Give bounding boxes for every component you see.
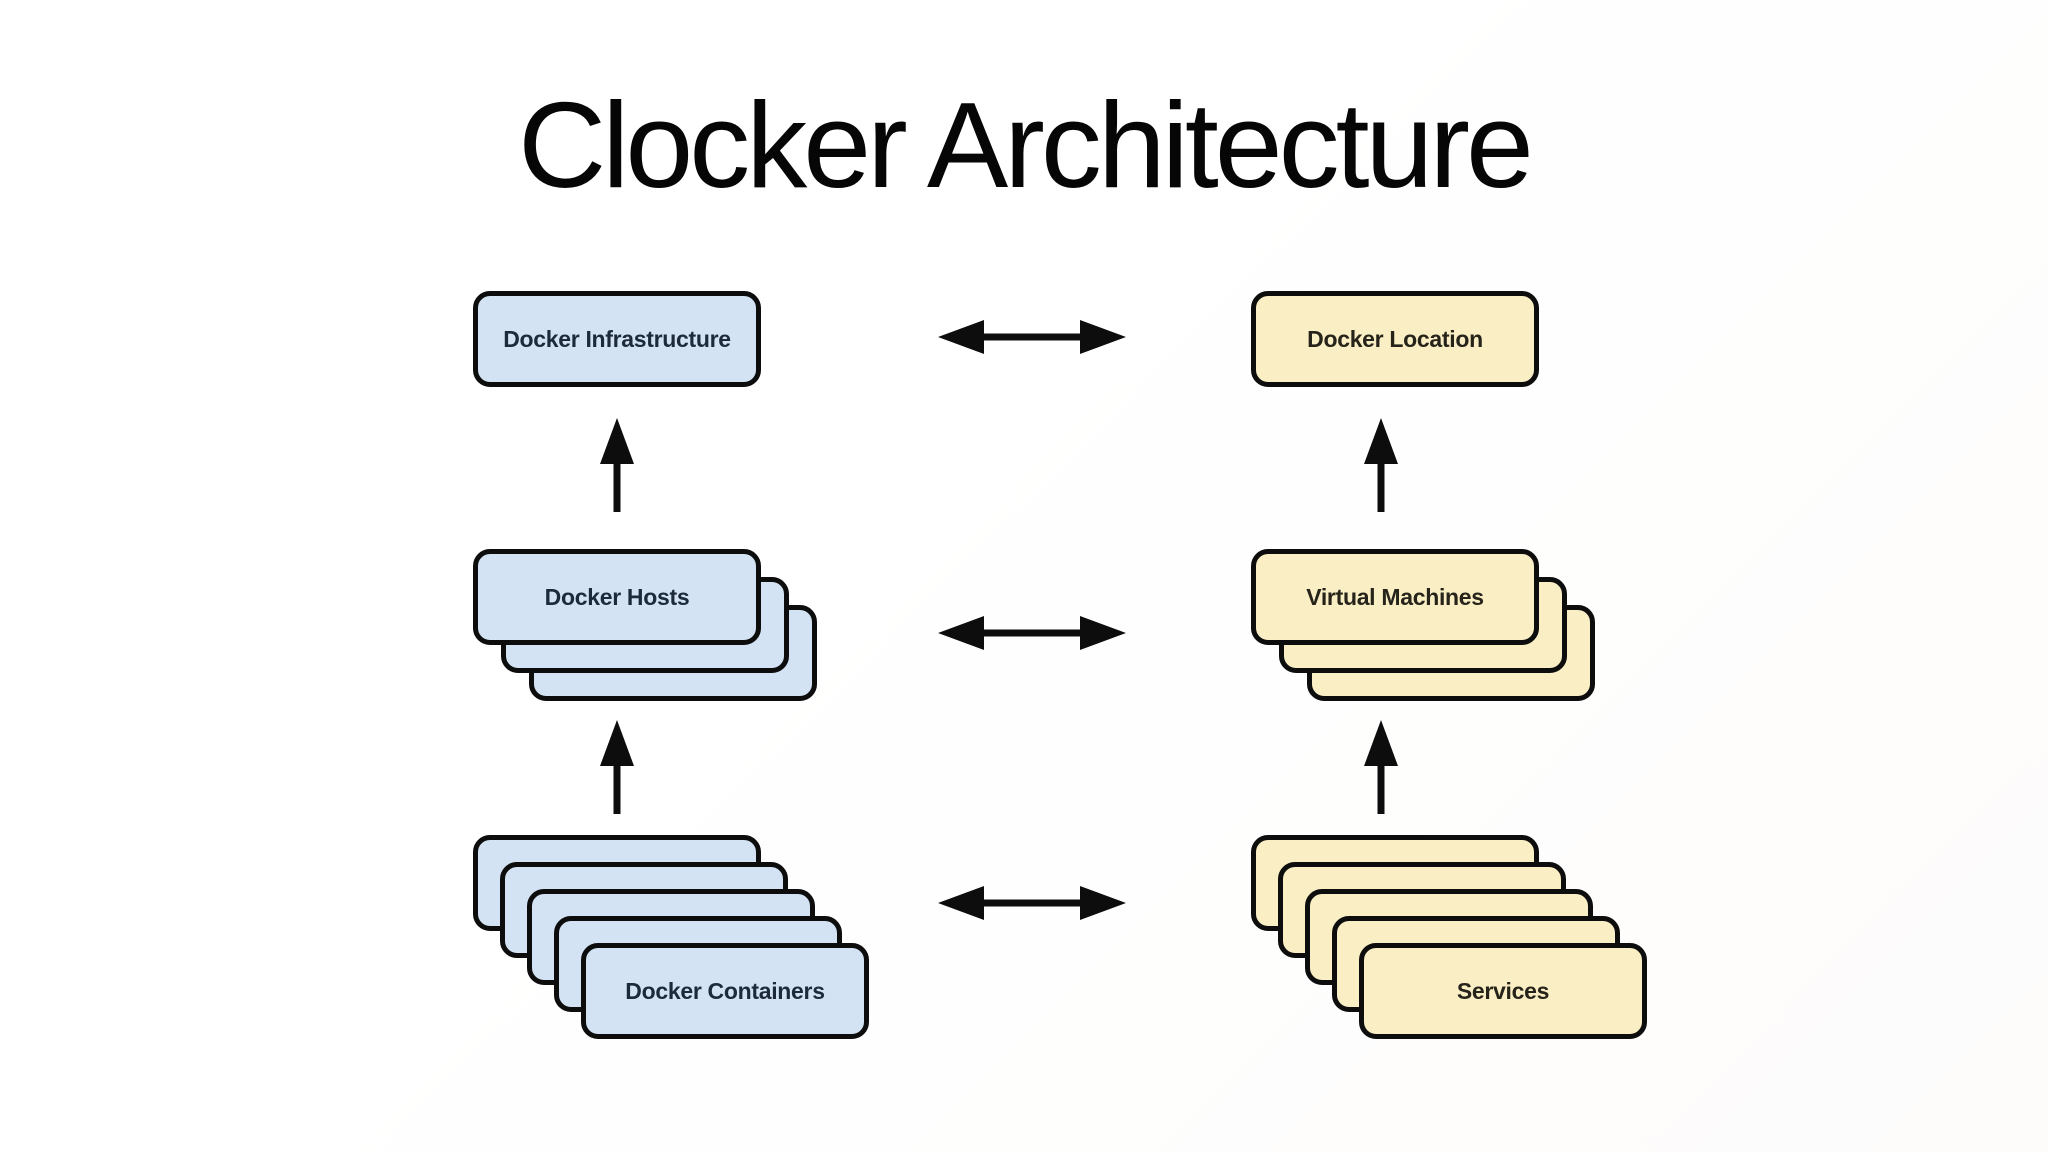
up-arrow-icon — [1364, 418, 1398, 512]
double-arrow-icon — [938, 320, 1126, 354]
double-arrow-icon — [938, 616, 1126, 650]
connector-containers-services — [938, 886, 1126, 920]
node-docker-location-label: Docker Location — [1307, 325, 1483, 352]
connector-hosts-vms — [938, 616, 1126, 650]
node-services-label: Services — [1456, 977, 1550, 1004]
connector-hosts-to-infrastructure — [599, 418, 635, 512]
node-docker-hosts-label: Docker Hosts — [544, 583, 690, 610]
diagram-title: Clocker Architecture — [518, 77, 1534, 213]
node-docker-infrastructure-label: Docker Infrastructure — [503, 325, 731, 352]
node-virtual-machines: Virtual Machines — [1251, 549, 1539, 645]
node-docker-containers: Docker Containers — [581, 943, 869, 1039]
double-arrow-icon — [938, 886, 1126, 920]
connector-containers-to-hosts — [599, 720, 635, 814]
connector-vms-to-location — [1363, 418, 1399, 512]
up-arrow-icon — [1364, 720, 1398, 814]
node-docker-location: Docker Location — [1251, 291, 1539, 387]
up-arrow-icon — [600, 418, 634, 512]
node-services: Services — [1359, 943, 1647, 1039]
connector-services-to-vms — [1363, 720, 1399, 814]
up-arrow-icon — [600, 720, 634, 814]
node-docker-containers-label: Docker Containers — [625, 977, 825, 1004]
connector-infrastructure-location — [938, 320, 1126, 354]
node-virtual-machines-label: Virtual Machines — [1306, 583, 1484, 610]
node-docker-hosts: Docker Hosts — [473, 549, 761, 645]
node-docker-infrastructure: Docker Infrastructure — [473, 291, 761, 387]
